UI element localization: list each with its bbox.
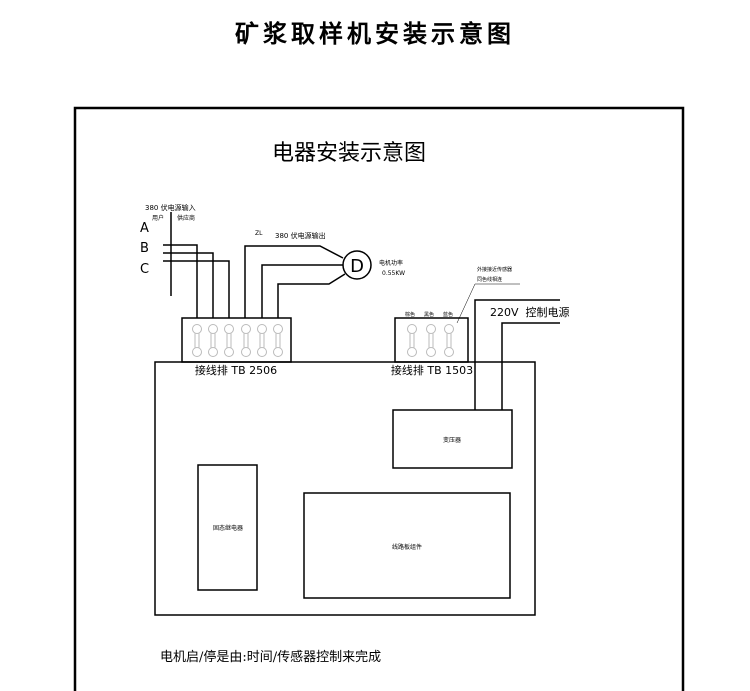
color-brown: 棕色 bbox=[405, 311, 415, 318]
tb2506-label: 接线排 TB 2506 bbox=[195, 363, 277, 377]
tb1503-label: 接线排 TB 1503 bbox=[391, 363, 473, 377]
terminal-screw bbox=[273, 347, 283, 357]
motor-letter: D bbox=[350, 256, 364, 277]
terminal-screw bbox=[241, 324, 251, 334]
terminal-screw bbox=[241, 347, 251, 357]
sensor-note-1: 外接接近传感器 bbox=[477, 266, 512, 273]
terminal-screw bbox=[192, 347, 202, 357]
circuit-board-label: 线路板组件 bbox=[392, 543, 422, 551]
terminal-screw bbox=[407, 347, 417, 357]
phase-a: A bbox=[140, 221, 149, 236]
subtitle: 电器安装示意图 bbox=[272, 141, 426, 166]
terminal-screw bbox=[192, 324, 202, 334]
terminal-screw bbox=[208, 324, 218, 334]
circuit-board-box bbox=[303, 492, 511, 599]
terminal-screw bbox=[224, 324, 234, 334]
terminal-screw bbox=[407, 324, 417, 334]
terminal-screw bbox=[426, 324, 436, 334]
relay-box bbox=[197, 464, 258, 591]
terminal-screw bbox=[257, 347, 267, 357]
outer-frame bbox=[73, 106, 685, 691]
user-label: 用户 bbox=[152, 214, 164, 222]
power-input-label: 380 伏电源输入 bbox=[145, 203, 196, 212]
supplier-label: 供应商 bbox=[177, 214, 195, 222]
terminal-screw bbox=[257, 324, 267, 334]
motor-power-value: 0.55KW bbox=[382, 270, 405, 277]
motor-symbol bbox=[342, 250, 372, 280]
transformer-box bbox=[392, 409, 513, 469]
control-box bbox=[154, 361, 536, 616]
control-power-label: 220V 控制电源 bbox=[490, 305, 570, 319]
terminal-screw bbox=[444, 324, 454, 334]
terminal-screw bbox=[208, 347, 218, 357]
transformer-label: 变压器 bbox=[443, 436, 461, 444]
terminal-block-tb2506 bbox=[181, 317, 292, 363]
color-blue: 蓝色 bbox=[443, 311, 453, 318]
phase-c: C bbox=[140, 262, 149, 277]
terminal-screw bbox=[444, 347, 454, 357]
footer-note: 电机启/停是由:时间/传感器控制来完成 bbox=[160, 649, 381, 665]
relay-label: 固态继电器 bbox=[213, 524, 243, 532]
motor-power-label: 电机功率 bbox=[379, 259, 403, 267]
terminal-screw bbox=[224, 347, 234, 357]
power-output-label: 380 伏电源输出 bbox=[275, 231, 326, 240]
zl-label: ZL bbox=[255, 230, 263, 237]
color-black: 黑色 bbox=[424, 311, 434, 318]
terminal-block-tb1503 bbox=[394, 317, 469, 363]
terminal-screw bbox=[273, 324, 283, 334]
phase-b: B bbox=[140, 241, 149, 256]
sensor-note-2: 同色线相连 bbox=[477, 276, 502, 283]
terminal-screw bbox=[426, 347, 436, 357]
main-title: 矿浆取样机安装示意图 bbox=[235, 20, 515, 48]
